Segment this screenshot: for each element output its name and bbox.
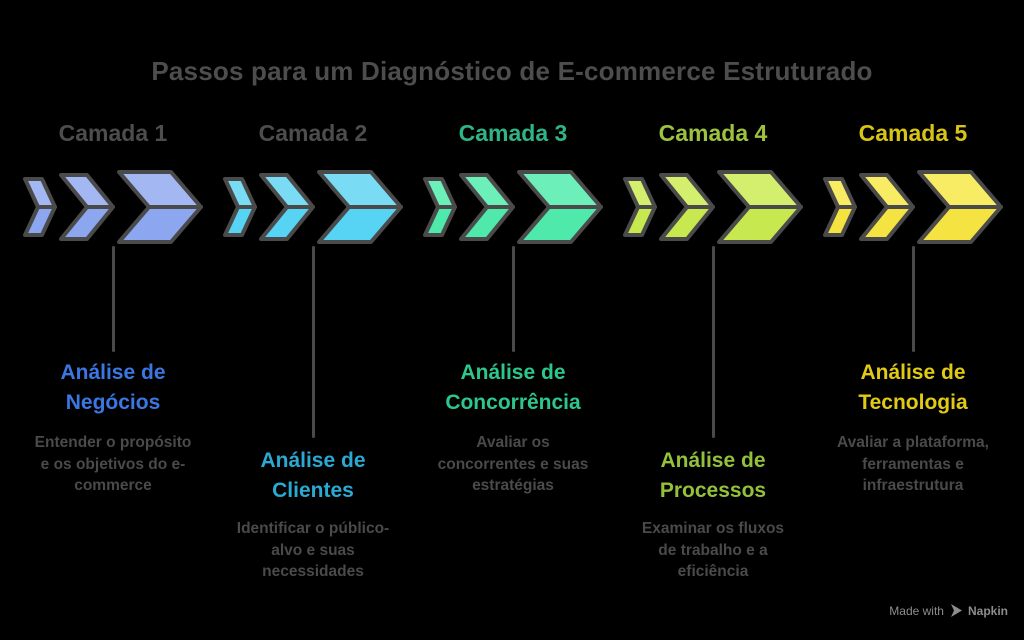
- napkin-logo-icon: [950, 604, 962, 617]
- napkin-brand-label: Napkin: [967, 603, 1008, 618]
- chevron-arrows-3: [423, 170, 603, 244]
- made-with-napkin-link[interactable]: Made with Napkin: [889, 603, 1008, 618]
- layer-label-3: Camada 3: [458, 120, 568, 146]
- step-column-1: Camada 1 Análise de Negócios Entender o …: [13, 0, 213, 640]
- connector-line-3: [511, 246, 515, 352]
- step-description-5: Avaliar a plataforma, ferramentas e infr…: [837, 434, 989, 494]
- step-heading-3: Análise de Concorrência: [445, 361, 581, 414]
- layer-label-2: Camada 2: [258, 120, 368, 146]
- step-description-1: Entender o propósito e os objetivos do e…: [34, 434, 192, 494]
- connector-line-1: [111, 246, 115, 352]
- step-heading-2: Análise de Clientes: [260, 449, 366, 502]
- step-description-4: Examinar os fluxos de trabalho e a efici…: [641, 520, 785, 580]
- connector-line-5: [911, 246, 915, 352]
- layer-label-5: Camada 5: [858, 120, 968, 146]
- layer-label-4: Camada 4: [658, 120, 768, 146]
- step-heading-5: Análise de Tecnologia: [858, 361, 968, 414]
- connector-line-2: [311, 246, 315, 438]
- step-column-3: Camada 3 Análise de Concorrência Avaliar…: [413, 0, 613, 640]
- step-column-2: Camada 2 Análise de Clientes Identificar…: [213, 0, 413, 640]
- step-description-3: Avaliar os concorrentes e suas estratégi…: [437, 434, 589, 494]
- chevron-arrows-5: [823, 170, 1003, 244]
- layer-label-1: Camada 1: [58, 120, 168, 146]
- step-heading-4: Análise de Processos: [659, 449, 767, 502]
- chevron-arrows-2: [223, 170, 403, 244]
- made-with-label: Made with: [889, 603, 944, 618]
- page-title: Passos para um Diagnóstico de E-commerce…: [151, 56, 873, 86]
- chevron-arrows-1: [23, 170, 203, 244]
- step-column-5: Camada 5 Análise de Tecnologia Avaliar a…: [813, 0, 1013, 640]
- chevron-arrows-4: [623, 170, 803, 244]
- step-heading-1: Análise de Negócios: [60, 361, 166, 414]
- step-description-2: Identificar o público- alvo e suas neces…: [236, 520, 390, 580]
- connector-line-4: [711, 246, 715, 438]
- step-column-4: Camada 4 Análise de Processos Examinar o…: [613, 0, 813, 640]
